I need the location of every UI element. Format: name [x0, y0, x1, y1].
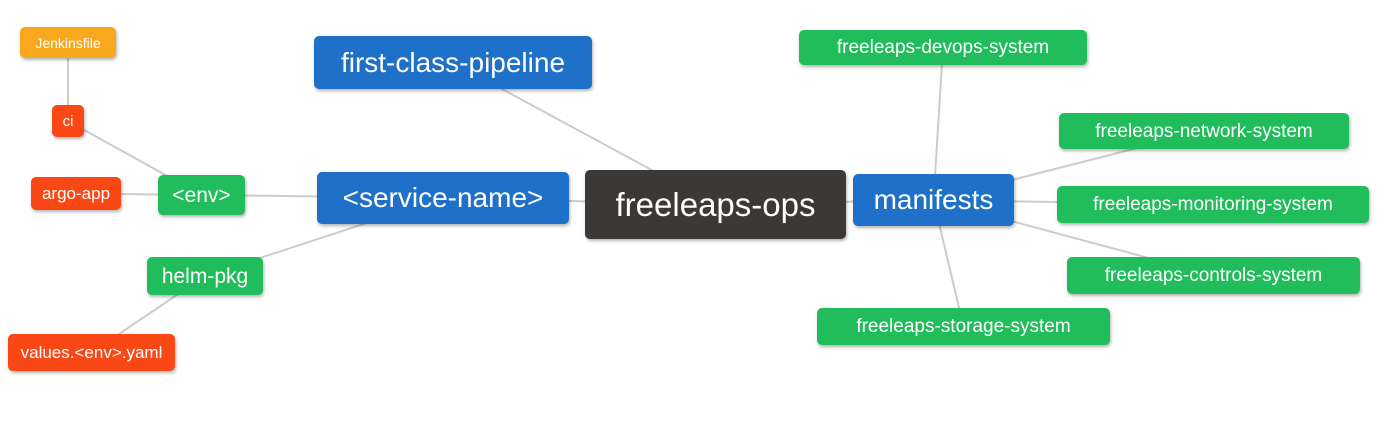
node-freeleaps-monitoring-system[interactable]: freeleaps-monitoring-system — [1057, 186, 1369, 223]
node-ci[interactable]: ci — [52, 105, 84, 137]
node-freeleaps-network-system[interactable]: freeleaps-network-system — [1059, 113, 1349, 149]
node-env[interactable]: <env> — [158, 175, 245, 215]
node-jenkinsfile[interactable]: Jenkinsfile — [20, 27, 116, 58]
node-manifests[interactable]: manifests — [853, 174, 1014, 226]
node-service-name[interactable]: <service-name> — [317, 172, 569, 224]
node-freeleaps-storage-system[interactable]: freeleaps-storage-system — [817, 308, 1110, 345]
node-freeleaps-ops[interactable]: freeleaps-ops — [585, 170, 846, 239]
node-freeleaps-devops-system[interactable]: freeleaps-devops-system — [799, 30, 1087, 65]
node-argo-app[interactable]: argo-app — [31, 177, 121, 210]
node-first-class-pipeline[interactable]: first-class-pipeline — [314, 36, 592, 89]
node-helm-pkg[interactable]: helm-pkg — [147, 257, 263, 295]
node-freeleaps-controls-system[interactable]: freeleaps-controls-system — [1067, 257, 1360, 294]
node-values-env-yaml[interactable]: values.<env>.yaml — [8, 334, 175, 371]
